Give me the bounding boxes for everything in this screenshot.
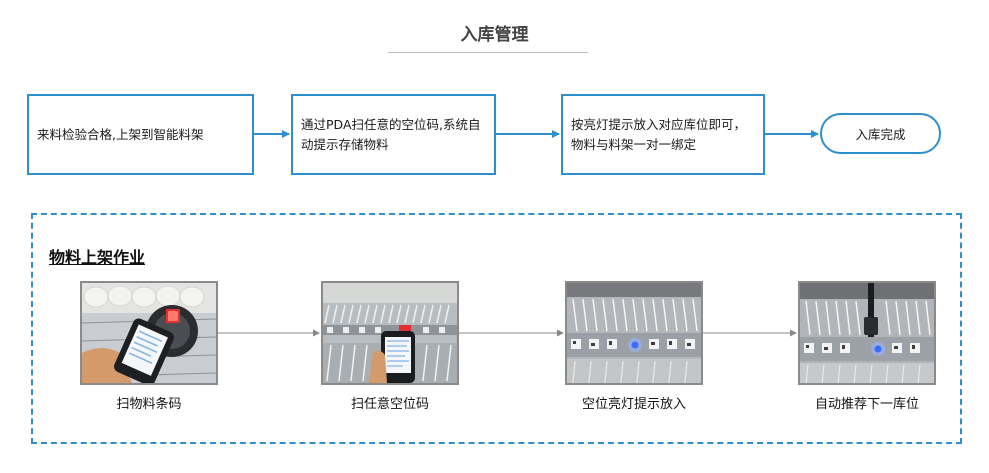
photo-caption-next-slot: 自动推荐下一库位 [814,397,919,412]
page-title: 入库管理 [460,25,529,45]
shelving-operation-panel [31,213,962,444]
rack-slot-light-photo [565,281,703,385]
flow-step-light-guided-put: 按亮灯提示放入对应库位即可，物料与料架一对一绑定 [561,94,765,175]
flow-step-label: 通过PDA扫任意的空位码,系统自动提示存储物料 [301,116,481,152]
pda-scanning-barcode-photo [80,281,218,385]
pda-scanning-slot-photo [321,281,459,385]
rack-next-slot-photo [798,281,936,385]
photo-caption-scan-material: 扫物料条码 [116,397,182,412]
photo-caption-scan-slot: 扫任意空位码 [350,397,429,412]
flow-step-complete: 入库完成 [820,113,941,154]
flow-step-label: 按亮灯提示放入对应库位即可，物料与料架一对一绑定 [571,116,747,152]
flow-step-pda-scan: 通过PDA扫任意的空位码,系统自动提示存储物料 [291,94,496,175]
flow-step-label: 来料检验合格,上架到智能料架 [37,126,204,142]
photo-caption-slot-light: 空位亮灯提示放入 [581,397,686,412]
panel-title: 物料上架作业 [49,248,146,267]
flow-step-label: 入库完成 [855,127,906,142]
flow-step-incoming-inspection: 来料检验合格,上架到智能料架 [27,94,254,175]
title-divider [388,52,588,53]
